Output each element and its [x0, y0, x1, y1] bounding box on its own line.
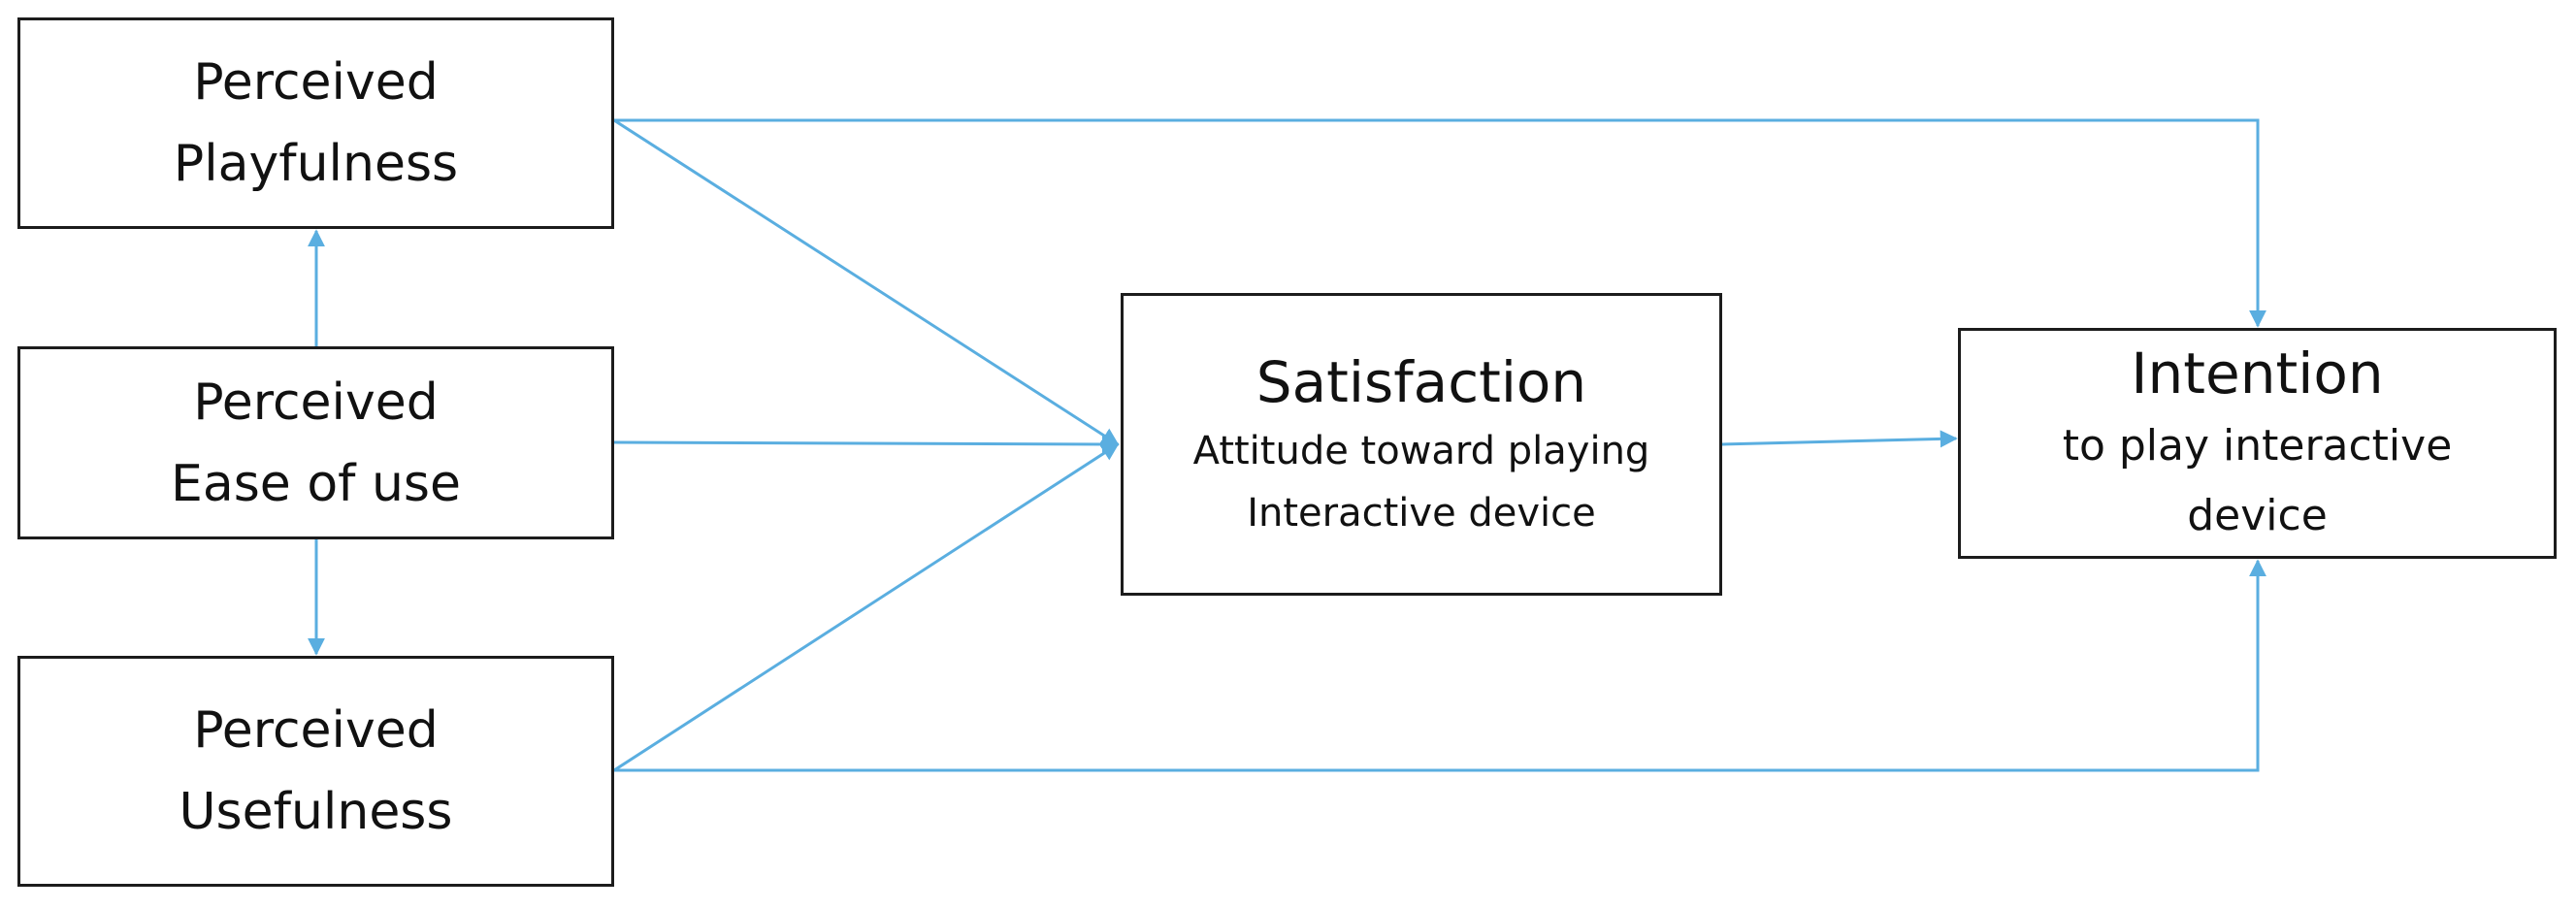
arrow-usefulness-to-intention	[614, 559, 2266, 772]
arrow-playfulness-to-intention	[614, 118, 2266, 328]
perceived-ease-of-use-line1: Perceived	[193, 373, 439, 432]
intention-title: Intention	[2131, 341, 2384, 406]
arrow-ease-of-use-to-satisfaction	[613, 435, 1120, 453]
satisfaction-line2: Interactive device	[1247, 491, 1596, 536]
perceived-ease-of-use-box: Perceived Ease of use	[17, 346, 614, 539]
perceived-playfulness-line1: Perceived	[193, 53, 439, 112]
perceived-usefulness-line2: Usefulness	[179, 783, 453, 841]
perceived-playfulness-box: Perceived Playfulness	[17, 17, 614, 229]
intention-line2: device	[2187, 491, 2328, 540]
arrow-playfulness-to-satisfaction	[613, 118, 1120, 446]
perceived-usefulness-box: Perceived Usefulness	[17, 656, 614, 887]
perceived-ease-of-use-line2: Ease of use	[170, 454, 462, 513]
satisfaction-line1: Attitude toward playing	[1192, 429, 1650, 473]
arrow-usefulness-to-satisfaction	[613, 442, 1120, 772]
intention-box: Intention to play interactive device	[1958, 328, 2557, 559]
satisfaction-title: Satisfaction	[1255, 349, 1587, 415]
perceived-playfulness-line2: Playfulness	[173, 135, 459, 193]
satisfaction-box: Satisfaction Attitude toward playing Int…	[1121, 293, 1722, 596]
perceived-usefulness-line1: Perceived	[193, 701, 439, 760]
arrow-satisfaction-to-intention	[1721, 430, 1958, 448]
intention-line1: to play interactive	[2062, 421, 2453, 471]
